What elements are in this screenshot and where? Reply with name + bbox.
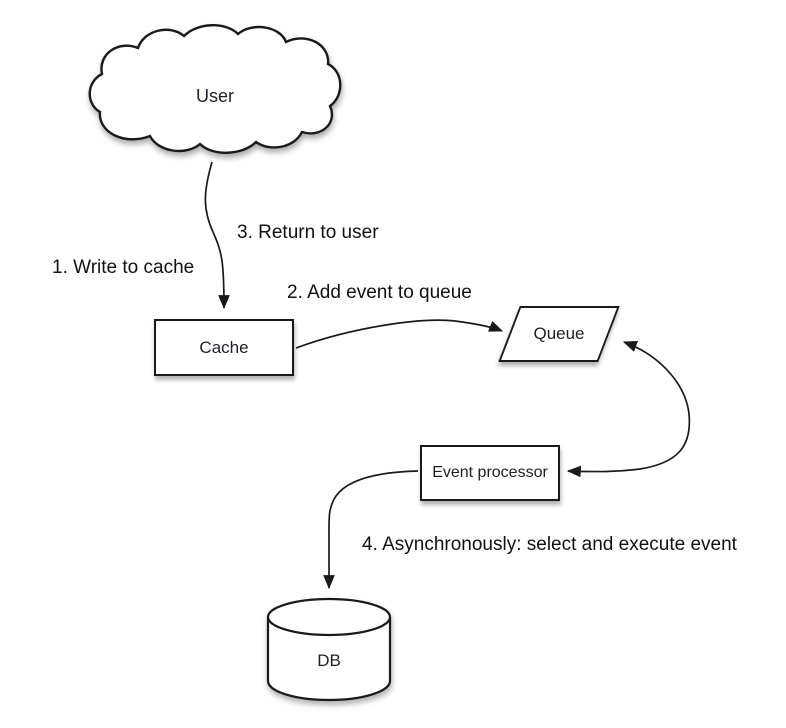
edge-label-step3: 3. Return to user: [237, 222, 379, 243]
database-cylinder-icon: [266, 597, 392, 702]
cache-label: Cache: [199, 337, 249, 357]
arrow-event-processor-to-db: [323, 470, 419, 590]
db-node: DB: [266, 596, 392, 704]
event-processor-label: Event processor: [432, 464, 548, 481]
arrow-user-to-cache: [204, 161, 230, 310]
cache-node: Cache: [154, 319, 294, 376]
arrow-cache-to-queue: [295, 319, 504, 349]
db-label: DB: [317, 651, 341, 670]
cloud-icon: [88, 24, 342, 154]
edge-label-step1: 1. Write to cache: [52, 257, 195, 278]
queue-node: Queue: [498, 306, 620, 362]
user-label: User: [195, 85, 234, 106]
queue-label: Queue: [533, 324, 585, 343]
user-cloud-node: User: [84, 20, 346, 170]
edge-label-step2: 2. Add event to queue: [287, 282, 472, 303]
edge-label-step4: 4. Asynchronously: select and execute ev…: [362, 534, 737, 555]
event-processor-node: Event processor: [420, 445, 560, 501]
